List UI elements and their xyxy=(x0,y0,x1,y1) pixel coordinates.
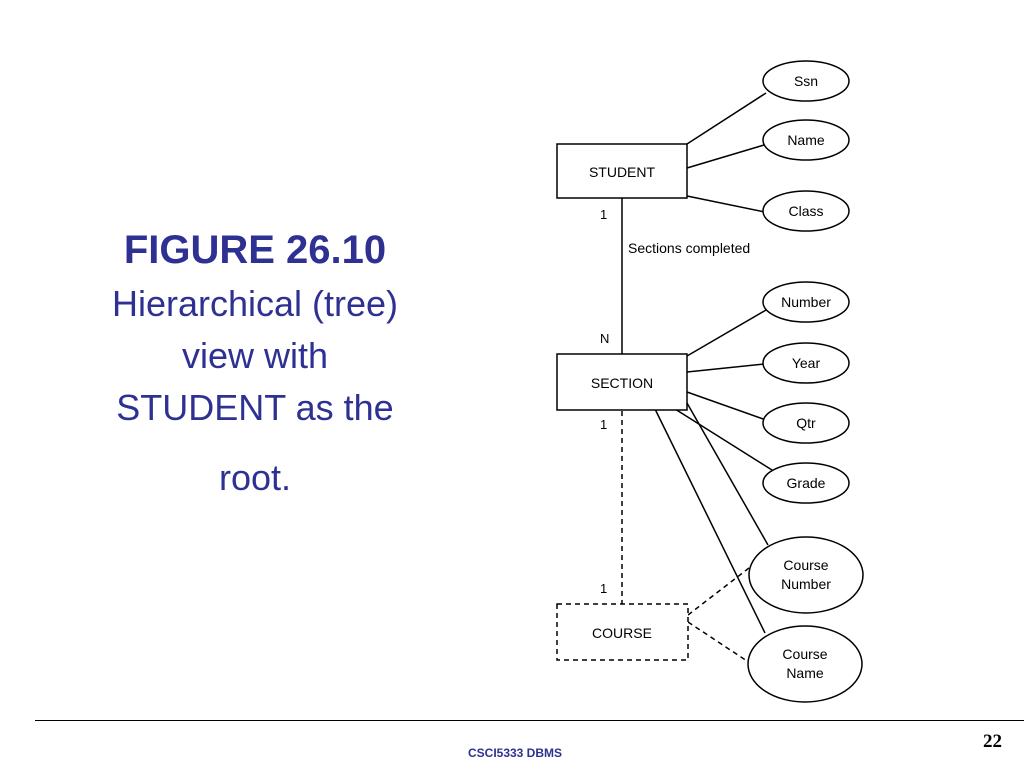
edge-section-year xyxy=(686,363,765,373)
entity-course-box xyxy=(556,603,689,661)
edge-section-grade xyxy=(674,408,773,471)
edge-section-qtr xyxy=(686,391,767,421)
attr-name-label: Name xyxy=(787,132,825,148)
attr-course-number-ellipse xyxy=(748,536,864,614)
cardinality-course-1: 1 xyxy=(600,581,607,596)
attr-grade-label: Grade xyxy=(787,475,826,491)
caption-line-3: STUDENT as the xyxy=(116,387,394,428)
entity-section-label: SECTION xyxy=(591,375,653,391)
attr-ssn-ellipse xyxy=(762,60,850,102)
attr-name-ellipse xyxy=(762,119,850,161)
edge-course-course-number xyxy=(687,567,750,616)
attr-course-name-label-1: Course xyxy=(782,646,827,662)
attr-class-label: Class xyxy=(788,203,823,219)
entity-section-box xyxy=(556,353,688,411)
figure-title: FIGURE 26.10 xyxy=(123,228,387,272)
edge-section-course-name xyxy=(654,408,766,634)
slide-page-number: 22 xyxy=(983,731,1002,752)
entity-student-label: STUDENT xyxy=(589,164,656,180)
attr-year-label: Year xyxy=(792,355,821,371)
attr-course-number-label-2: Number xyxy=(781,576,831,592)
attr-year-ellipse xyxy=(762,342,850,384)
attr-qtr-label: Qtr xyxy=(796,415,816,431)
edge-course-course-name xyxy=(687,621,748,662)
attr-course-name-ellipse xyxy=(747,625,863,703)
attr-course-name-label-2: Name xyxy=(786,665,824,681)
edge-student-name xyxy=(686,144,765,169)
attr-qtr-ellipse xyxy=(762,402,850,444)
attr-ssn-label: Ssn xyxy=(794,73,818,89)
edge-section-number xyxy=(686,309,767,357)
attr-number-label: Number xyxy=(781,294,831,310)
caption-line-2: view with xyxy=(181,335,329,376)
caption-line-4: root. xyxy=(218,457,292,498)
edge-student-class xyxy=(686,195,766,213)
cardinality-student-1: 1 xyxy=(600,207,607,222)
attr-grade-ellipse xyxy=(762,462,850,504)
cardinality-section-n: N xyxy=(600,331,609,346)
footer-divider xyxy=(35,720,1024,721)
edge-section-course-number xyxy=(686,402,769,546)
footer-course-label: CSCI5333 DBMS xyxy=(467,746,563,760)
entity-course-label: COURSE xyxy=(592,625,652,641)
entity-student-box xyxy=(556,143,688,199)
figure-caption: FIGURE 26.10 Hierarchical (tree) view wi… xyxy=(55,222,455,504)
attr-class-ellipse xyxy=(762,190,850,232)
relationship-label: Sections completed xyxy=(628,240,750,256)
cardinality-section-virtual-1: 1 xyxy=(600,417,607,432)
attr-number-ellipse xyxy=(762,281,850,323)
edge-student-ssn xyxy=(686,92,767,145)
attr-course-number-label-1: Course xyxy=(783,557,828,573)
caption-line-1: Hierarchical (tree) xyxy=(111,283,399,324)
